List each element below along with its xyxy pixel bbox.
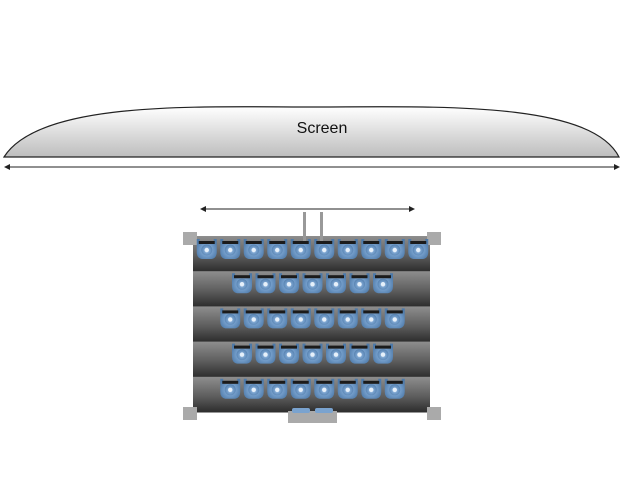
seat (243, 378, 264, 399)
seat (220, 239, 241, 259)
seat (267, 378, 288, 399)
seat (408, 239, 429, 259)
seat (255, 343, 276, 364)
seat (255, 273, 276, 294)
seat (373, 343, 393, 364)
post-left (303, 212, 306, 242)
seat (267, 308, 288, 329)
seat (232, 273, 252, 294)
seat (302, 343, 323, 364)
seat (337, 308, 358, 329)
seat (373, 273, 393, 294)
seat (314, 378, 335, 399)
entrance-block (288, 411, 337, 423)
seat (196, 239, 217, 259)
seat (279, 273, 299, 294)
seat (290, 378, 311, 399)
seat (361, 378, 382, 399)
seat (326, 343, 346, 364)
seat (267, 239, 288, 259)
seat (337, 378, 358, 399)
seat (302, 273, 323, 294)
seat (361, 308, 382, 329)
seat (349, 343, 370, 364)
corner-block-bl (183, 407, 197, 420)
seat (361, 239, 382, 259)
seat (349, 273, 370, 294)
entrance-step-right (315, 408, 333, 413)
screen-label: Screen (297, 120, 348, 137)
seat (279, 343, 299, 364)
seat (220, 308, 241, 329)
corner-block-br (427, 407, 441, 420)
entrance-step-left (292, 408, 310, 413)
seat (232, 343, 252, 364)
seat (326, 273, 346, 294)
seat (290, 239, 311, 259)
seat (220, 378, 241, 399)
seat (314, 308, 335, 329)
projection-screen (2, 106, 620, 158)
seat (314, 239, 335, 259)
seat (337, 239, 358, 259)
post-right (320, 212, 323, 242)
corner-block-tl (183, 232, 197, 245)
seat (243, 308, 264, 329)
corner-block-tr (427, 232, 441, 245)
seat (243, 239, 264, 259)
seat (384, 308, 405, 329)
seat (384, 239, 405, 259)
seats (196, 239, 429, 399)
seat (290, 308, 311, 329)
seat (384, 378, 405, 399)
